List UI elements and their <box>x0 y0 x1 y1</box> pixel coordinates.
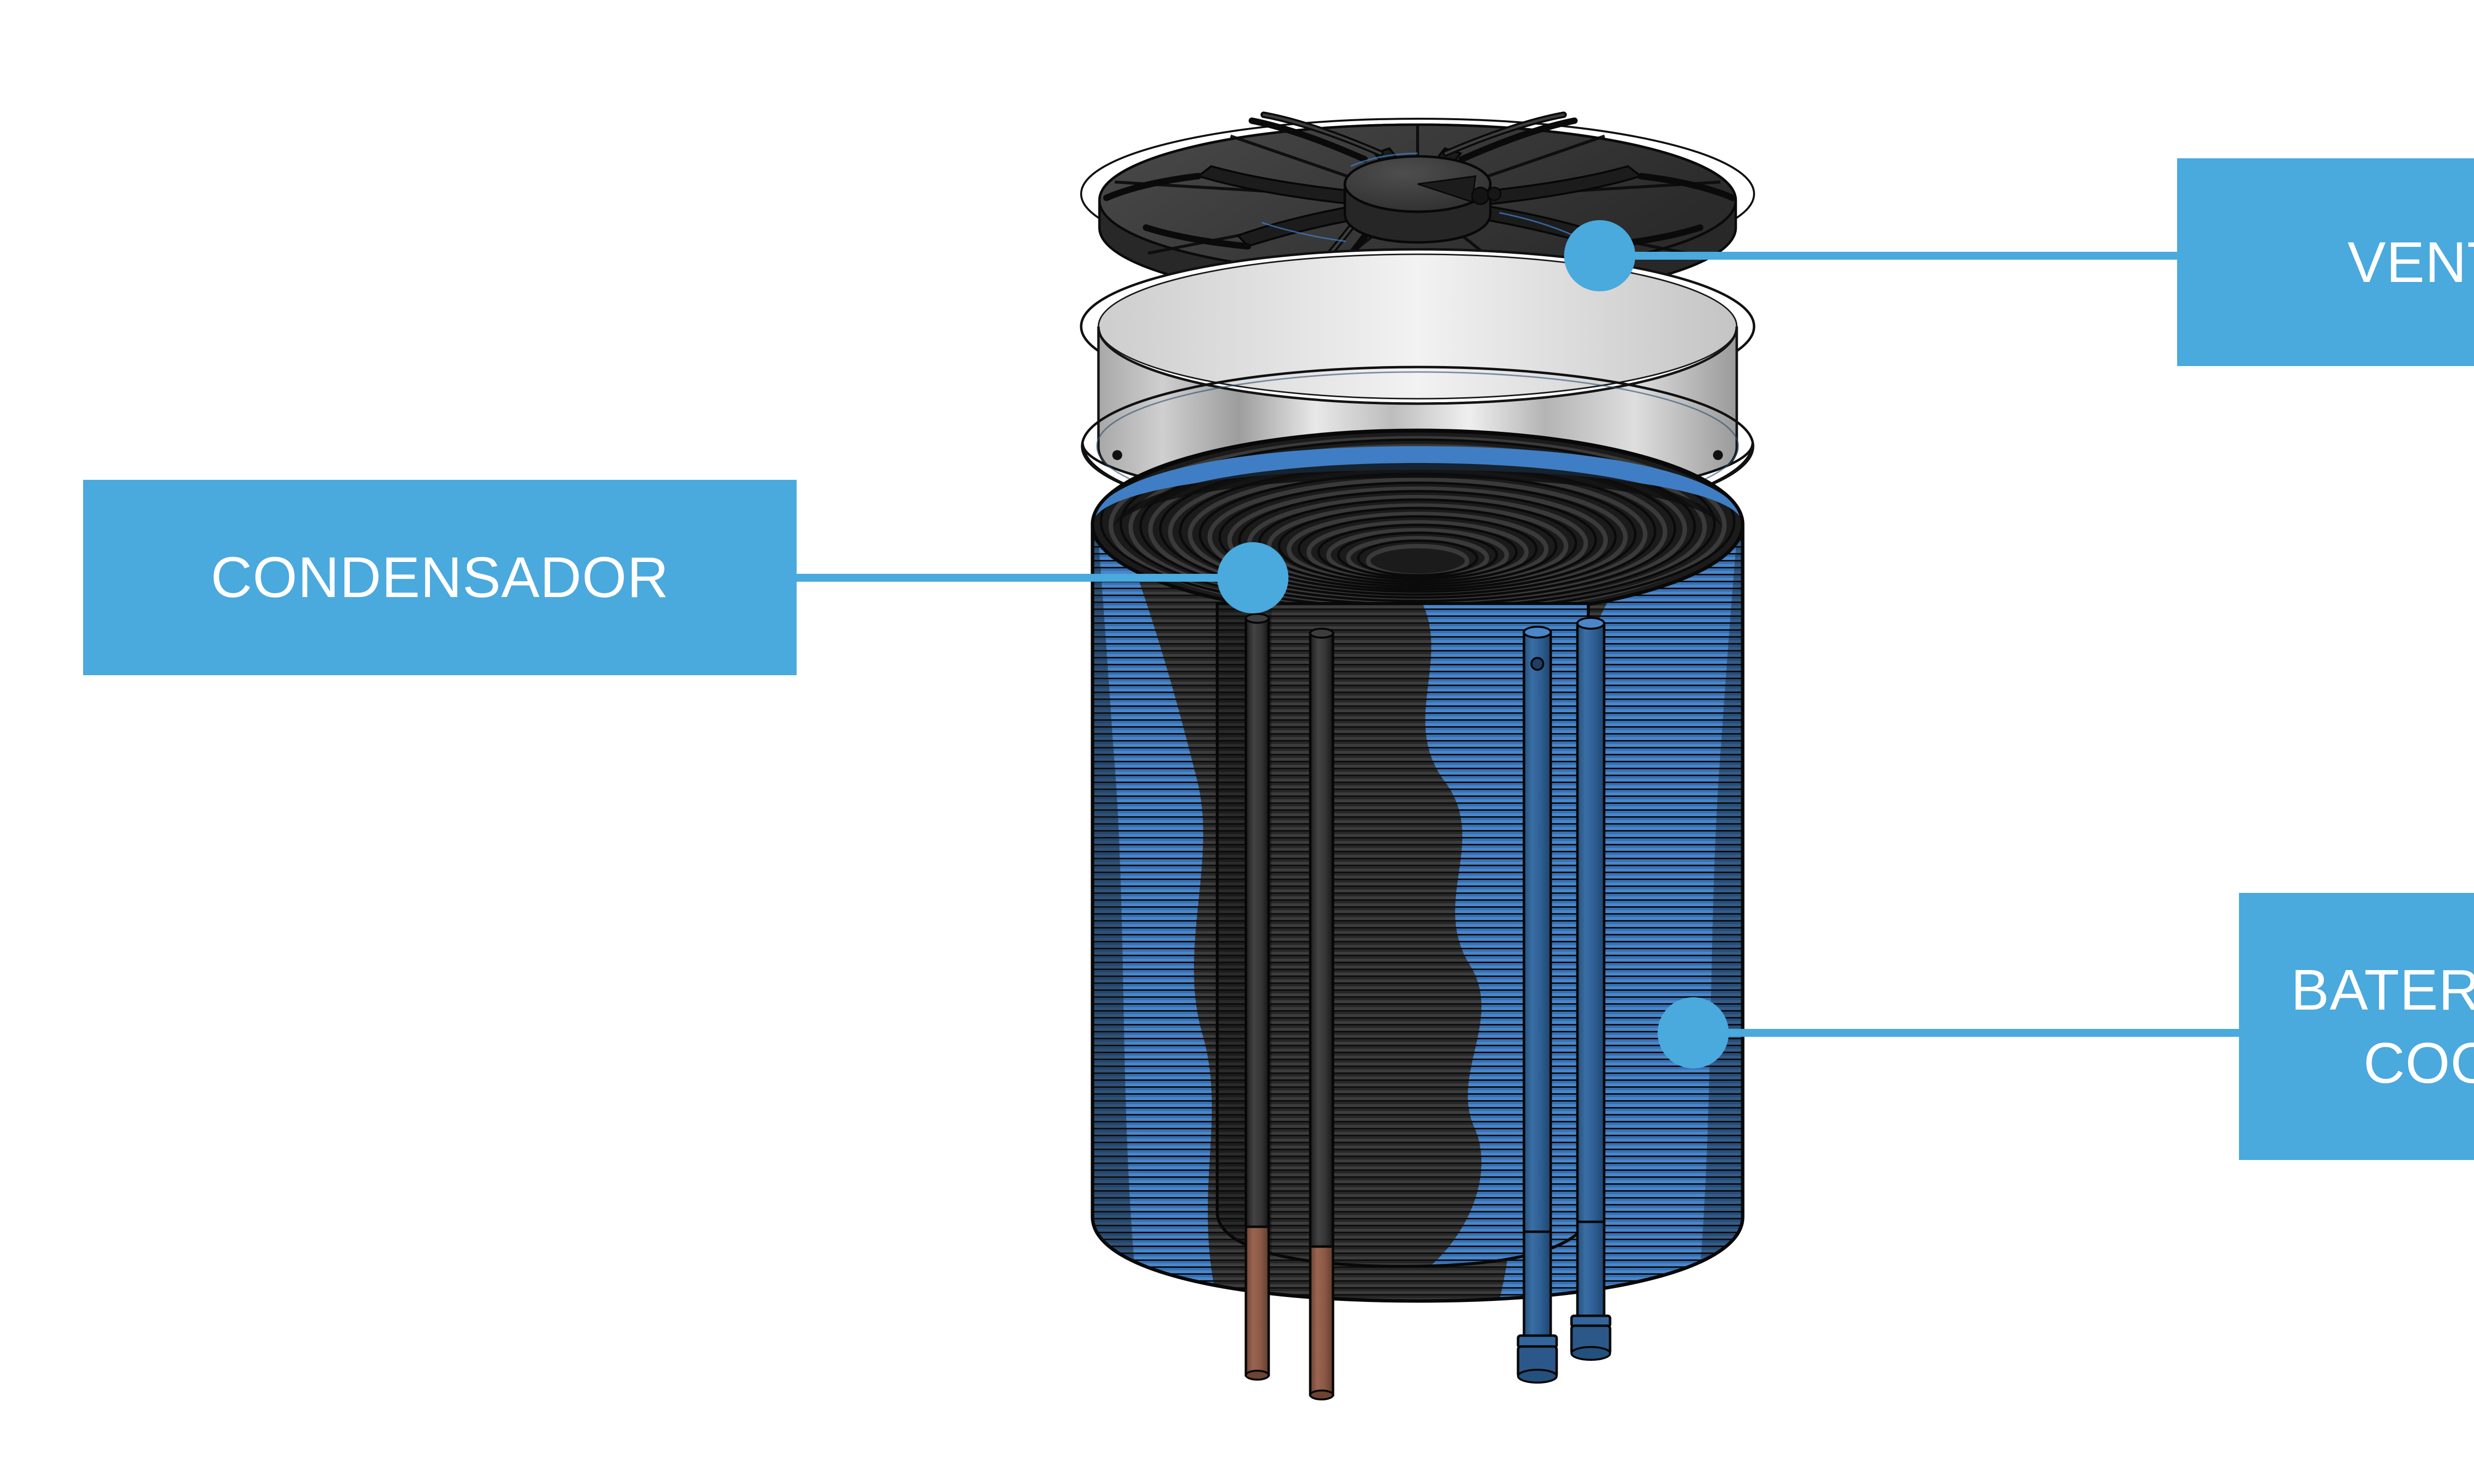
copper-pipe-left <box>1244 1225 1270 1381</box>
callout-bateria-free-cooling[interactable]: BATERÍA FREE COOLING <box>2239 893 2474 1160</box>
pipe-connections <box>1244 1220 1612 1400</box>
blue-pipe-left <box>1517 1230 1558 1384</box>
leader-dot-condensador <box>1217 542 1288 613</box>
callout-condensador[interactable]: CONDENSADOR <box>83 480 797 675</box>
blue-headers <box>1522 617 1606 1282</box>
callout-condensador-label: CONDENSADOR <box>210 545 669 610</box>
fan-hub <box>1343 155 1502 244</box>
leader-line-condensador <box>792 574 1259 582</box>
leader-dot-bateria <box>1658 997 1729 1068</box>
callout-ventilador[interactable]: VENTILADOR <box>2177 158 2474 366</box>
leader-line-bateria <box>1693 1029 2245 1037</box>
exploded-assembly-illustration <box>1054 79 1856 1425</box>
blue-pipe-right <box>1570 1220 1612 1361</box>
callout-bateria-label: BATERÍA FREE COOLING <box>2291 957 2474 1095</box>
callout-ventilador-label: VENTILADOR <box>2347 230 2474 294</box>
coil-body <box>1091 428 1745 1303</box>
copper-pipe-right <box>1309 1245 1334 1400</box>
leader-line-ventilador <box>1600 252 2184 260</box>
leader-dot-ventilador <box>1564 220 1635 291</box>
